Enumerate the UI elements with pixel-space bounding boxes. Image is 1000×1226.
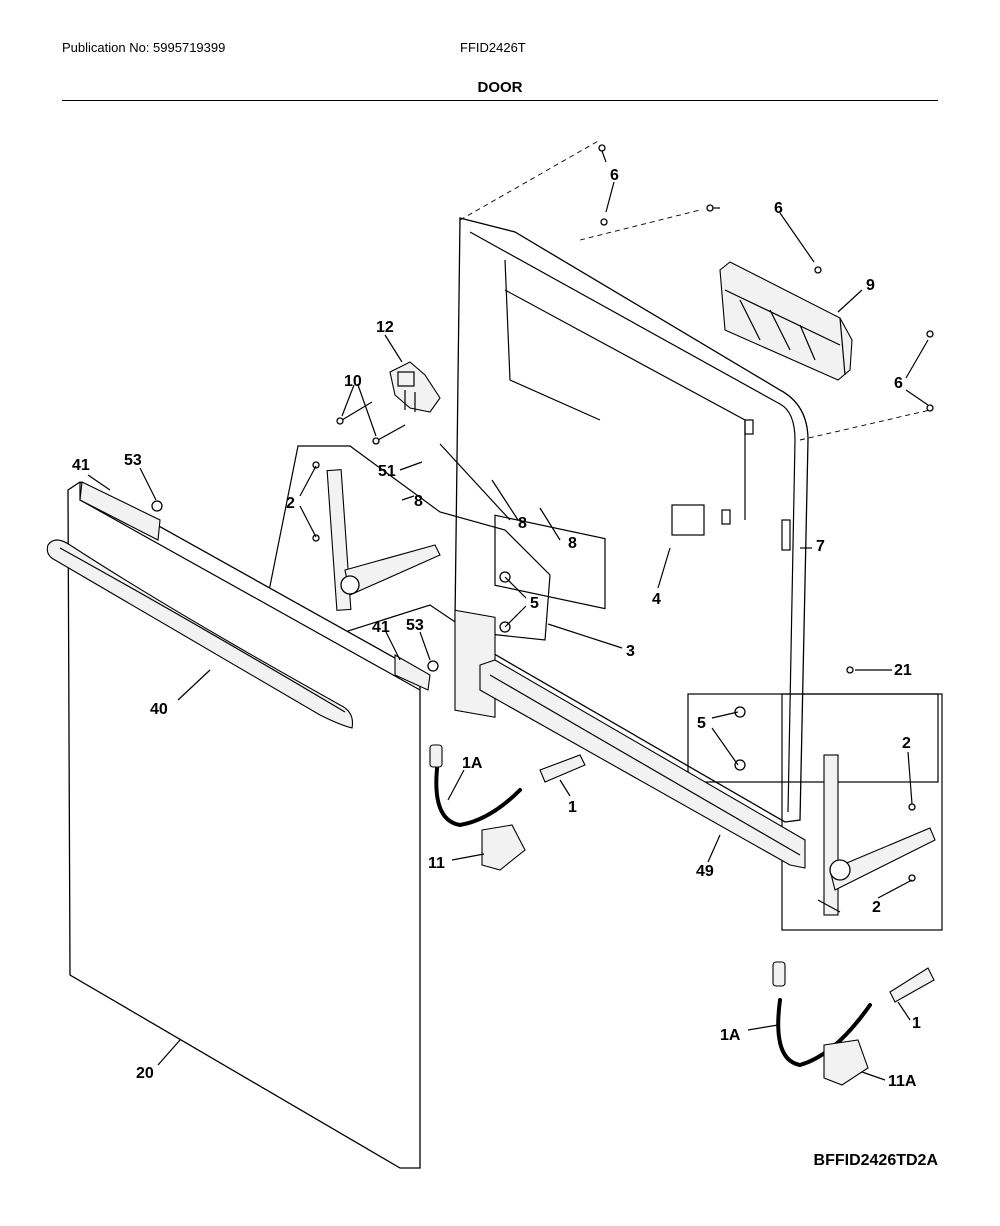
callout-2b: 2 xyxy=(902,735,911,752)
door-latch-part xyxy=(389,361,441,413)
callout-53b: 53 xyxy=(406,617,424,634)
panel-screws xyxy=(598,144,934,674)
callout-labels: 6 6 9 6 12 10 41 53 51 8 8 8 2 5 4 7 3 4… xyxy=(72,167,921,1090)
callout-8c: 8 xyxy=(568,535,577,552)
callout-6b: 6 xyxy=(774,200,783,217)
kick-plate-part xyxy=(479,659,806,869)
latch-screws xyxy=(336,401,406,445)
outer-door-panel xyxy=(67,481,431,1169)
callout-1a: 1 xyxy=(568,799,577,816)
door-cable-and-spring xyxy=(429,744,935,1086)
callout-10: 10 xyxy=(344,373,362,390)
callout-1b: 1 xyxy=(912,1015,921,1032)
diagram-code: BFFID2426TD2A xyxy=(813,1152,938,1169)
callout-11: 11 xyxy=(428,855,445,872)
callout-49: 49 xyxy=(696,863,714,880)
callout-7: 7 xyxy=(816,538,825,555)
handle-nuts xyxy=(151,500,439,672)
callout-40: 40 xyxy=(150,701,168,718)
header-divider xyxy=(62,100,938,101)
inner-door-panel xyxy=(454,139,931,823)
callout-20: 20 xyxy=(136,1065,154,1082)
control-panel-part xyxy=(719,261,853,381)
callout-2c: 2 xyxy=(872,899,881,916)
right-hinge-assembly xyxy=(687,693,943,931)
callout-41a: 41 xyxy=(72,457,90,474)
callout-5b: 5 xyxy=(697,715,706,732)
callout-6a: 6 xyxy=(610,167,619,184)
callout-1Ab: 1A xyxy=(720,1027,741,1044)
callout-6c: 6 xyxy=(894,375,903,392)
door-handle-part xyxy=(46,539,354,729)
callout-4: 4 xyxy=(652,591,661,608)
callout-11A: 11A xyxy=(888,1073,917,1090)
leader-lines xyxy=(87,181,929,1081)
callout-2a: 2 xyxy=(286,495,295,512)
callout-8a: 8 xyxy=(414,493,423,510)
callout-5a: 5 xyxy=(530,595,539,612)
callout-41b: 41 xyxy=(372,619,390,636)
publication-number: Publication No: 5995719399 xyxy=(62,40,226,55)
callout-21: 21 xyxy=(894,662,912,679)
callout-9: 9 xyxy=(866,277,875,294)
callout-53a: 53 xyxy=(124,452,142,469)
model-number: FFID2426T xyxy=(460,40,526,55)
callout-51: 51 xyxy=(378,463,396,480)
callout-8b: 8 xyxy=(518,515,527,532)
section-title: DOOR xyxy=(477,79,523,96)
callout-12: 12 xyxy=(376,319,394,336)
callout-1Aa: 1A xyxy=(462,755,483,772)
callout-3: 3 xyxy=(626,643,635,660)
